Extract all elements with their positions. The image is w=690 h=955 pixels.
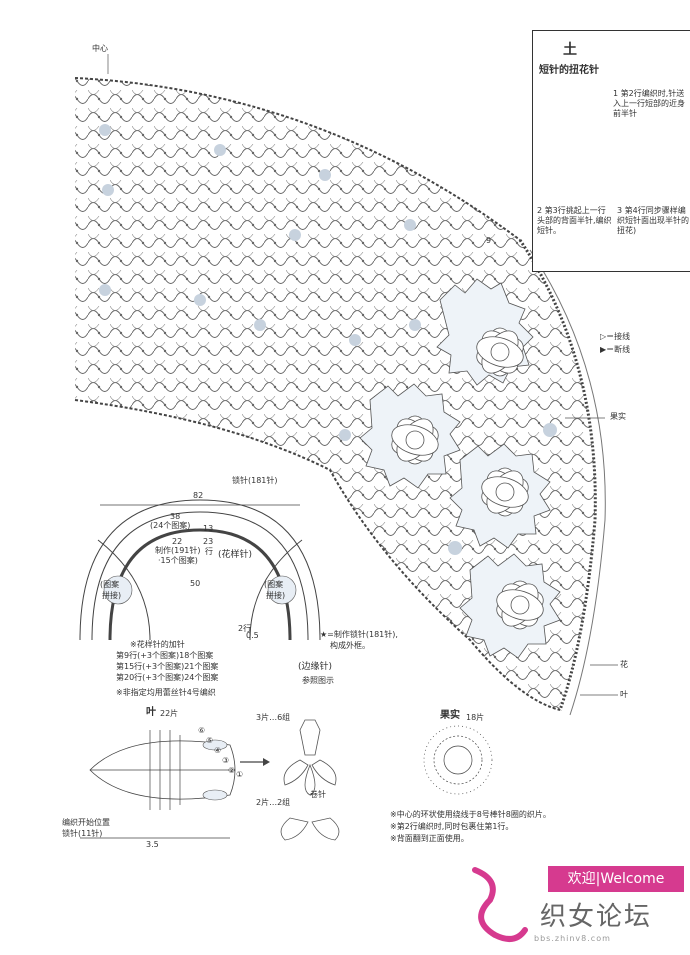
flower-label: 花 bbox=[620, 660, 628, 669]
chain-label: 锁针(181针) bbox=[232, 476, 278, 485]
schematic-outline bbox=[79, 499, 321, 641]
brand-logo-text: 织女论坛 bbox=[540, 902, 653, 932]
assembly-2-label: 2片…2组 bbox=[256, 798, 291, 807]
flower-motif-1 bbox=[436, 278, 534, 386]
num-13: 13 bbox=[203, 524, 214, 533]
join-legend: ▷＝接线 bbox=[600, 332, 631, 341]
num-05: 0.5 bbox=[246, 631, 259, 640]
leaf-stitch-chart bbox=[80, 730, 236, 839]
fruit-note-1: ※中心的环状使用绕线于8号棒针8圈的织片。 bbox=[390, 810, 551, 819]
width-38: 38 bbox=[170, 512, 181, 521]
motif-left-2: 拼接) bbox=[102, 591, 122, 600]
watermark-logo-swirl bbox=[472, 867, 528, 942]
motif-right-2: 拼接) bbox=[266, 591, 286, 600]
assembly-3-label: 3片…6组 bbox=[256, 713, 291, 722]
welcome-banner: 欢迎|Welcome bbox=[548, 866, 684, 892]
shawl-top-edge bbox=[74, 77, 521, 241]
motif-left-1: (图案 bbox=[100, 580, 120, 589]
make-191: 制作(191针) bbox=[155, 546, 201, 555]
leaf-chart-count: 22片 bbox=[160, 709, 179, 718]
increase-row-9: 第9行(+3个图案)18个图案 bbox=[116, 651, 214, 660]
hook-note: ※非指定均用蕾丝针4号编织 bbox=[116, 688, 216, 697]
increase-title: ※花样针的加针 bbox=[130, 640, 185, 649]
motif-right-1: (图案 bbox=[264, 580, 284, 589]
leaf-start-2: 锁针(11针) bbox=[62, 829, 103, 838]
flower-motif-4 bbox=[459, 553, 561, 659]
center-label: 中心 bbox=[92, 44, 108, 53]
box-step-2: 2 第3行挑起上一行头部的背面半针,编织短针。 bbox=[537, 206, 612, 235]
leaf-row-4: ④ bbox=[214, 746, 222, 755]
leaf-width: 3.5 bbox=[146, 840, 159, 849]
stitch-symbol: 土 bbox=[563, 42, 577, 58]
shawl-inner-edge bbox=[74, 399, 561, 711]
leaf-label: 叶 bbox=[620, 690, 628, 699]
num-22: 22 bbox=[172, 537, 183, 546]
fruit-chart-title: 果实 bbox=[440, 710, 460, 721]
flower-motif-3 bbox=[449, 443, 551, 549]
increase-row-20: 第20行(+3个图案)24个图案 bbox=[116, 673, 219, 682]
shawl-outer-edge bbox=[518, 239, 597, 711]
pattern-stitch-label: (花样针) bbox=[218, 550, 253, 560]
patterns-15: ·15个图案) bbox=[158, 556, 198, 565]
row-9-label: 9 bbox=[486, 236, 492, 245]
leaf-row-3: ③ bbox=[222, 756, 230, 765]
patterns-24: (24个图案) bbox=[150, 521, 191, 530]
star-note-2: 构成外框。 bbox=[330, 641, 370, 650]
width-82: 82 bbox=[193, 491, 204, 500]
width-50: 50 bbox=[190, 579, 201, 588]
leaf-row-2: ② bbox=[228, 766, 236, 775]
box-title: 短针的扭花针 bbox=[539, 65, 599, 76]
num-23: 23 bbox=[203, 537, 214, 546]
leaf-start-1: 编织开始位置 bbox=[62, 818, 110, 827]
fruit-label: 果实 bbox=[610, 412, 626, 421]
leaf-row-6: ⑥ bbox=[198, 726, 206, 735]
edge-ref: 参照图示 bbox=[302, 676, 334, 685]
fruit-note-2: ※第2行编织时,同时包裹住第1行。 bbox=[390, 822, 514, 831]
star-note-1: ★=制作锁针(181针), bbox=[320, 630, 398, 639]
fruit-note-3: ※背面翻到正面使用。 bbox=[390, 834, 469, 843]
stitch-instruction-box: 土 短针的扭花针 1 第2行编织时,针送入上一行短部的近身前半针 2 第3行挑起… bbox=[532, 30, 690, 272]
leaf-row-1: ① bbox=[236, 770, 244, 779]
box-step-1: 1 第2行编织时,针送入上一行短部的近身前半针 bbox=[613, 89, 685, 118]
fruit-stitch-chart bbox=[423, 725, 493, 795]
leaf-assembly-2 bbox=[280, 817, 340, 841]
two-rows: 2行 bbox=[238, 624, 252, 633]
leaf-chart-title: 叶 bbox=[146, 707, 156, 718]
brand-url: bbs.zhinv8.com bbox=[534, 934, 611, 943]
fruit-chart-count: 18片 bbox=[466, 713, 485, 722]
cut-legend: ▶＝断线 bbox=[600, 345, 631, 354]
row-unit: 行 bbox=[205, 547, 213, 556]
leaf-assembly-3 bbox=[283, 719, 337, 796]
leaf-row-5: ⑤ bbox=[206, 736, 214, 745]
box-step-3: 3 第4行同步骤样编织短针面出现半针的扭花) bbox=[617, 206, 689, 235]
increase-row-15: 第15行(+3个图案)21个图案 bbox=[116, 662, 219, 671]
edge-stitch-label: (边缘针) bbox=[298, 662, 333, 672]
roll-stitch-label: 卷针 bbox=[310, 790, 326, 799]
flower-motif-2 bbox=[359, 383, 461, 489]
